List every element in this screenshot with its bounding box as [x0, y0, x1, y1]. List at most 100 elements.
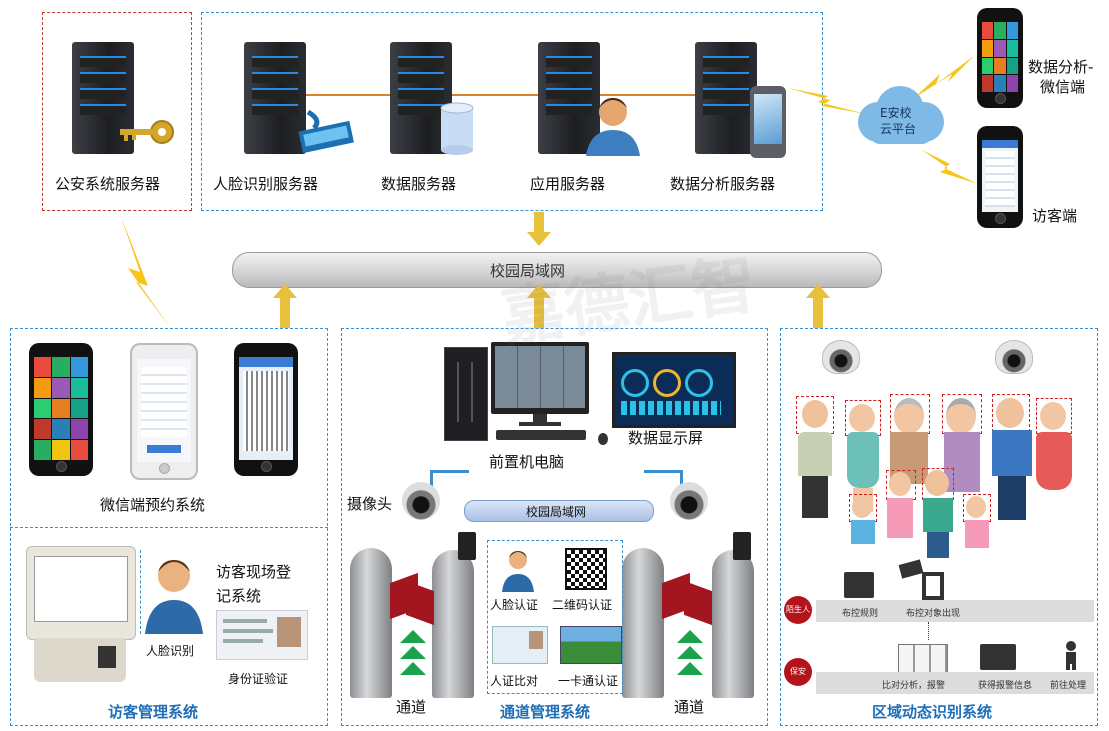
card-auth-label: 一卡通认证 — [558, 674, 619, 688]
server-group-box — [201, 12, 823, 211]
onsite-register-label-1: 访客现场登 — [216, 563, 292, 581]
backbone-label: 校园局域网 — [490, 262, 566, 280]
person-grandma — [940, 394, 984, 498]
rule-label: 布控规则 — [842, 609, 879, 619]
onsite-register-label-2: 记系统 — [216, 587, 262, 605]
server-rack-icon — [898, 644, 948, 674]
arrow-up-center-shaft — [534, 298, 544, 328]
booking-phone-2 — [130, 343, 198, 480]
cloud-icon — [852, 82, 948, 152]
arrow-up-right-shaft — [813, 298, 823, 328]
wechat-booking-label: 微信端预约系统 — [100, 496, 206, 514]
go-handle-label: 前往处理 — [1050, 681, 1087, 691]
backbone-pipe — [232, 252, 882, 288]
channel-left-label: 通道 — [396, 698, 427, 716]
lightning-icon-phone1 — [910, 52, 976, 102]
security-badge — [784, 658, 812, 686]
police-server-box — [42, 12, 192, 211]
gate-left-1 — [350, 548, 392, 698]
lan-label: 校园局域网 — [526, 505, 587, 519]
qr-auth-label: 二维码认证 — [552, 598, 613, 612]
analysis-server-label: 数据分析服务器 — [670, 175, 776, 193]
lightning-icon-phone2 — [920, 148, 980, 188]
gate-right-2 — [712, 550, 754, 698]
timeline-bar-bottom — [816, 672, 1094, 694]
wechat-analysis-label-2: 微信端 — [1040, 78, 1086, 96]
chevron-up-icon-r3 — [677, 662, 703, 675]
display-screen-icon — [612, 352, 736, 428]
gate-right-1 — [622, 548, 664, 698]
key-icon — [118, 118, 176, 144]
camera-label: 摄像头 — [347, 495, 393, 513]
monitor-rule-icon — [844, 572, 874, 598]
wechat-analysis-label-1: 数据分析- — [1028, 58, 1094, 76]
lightning-icon-cloud — [788, 70, 868, 120]
get-alarm-label: 获得报警信息 — [978, 681, 1033, 691]
compare-alarm-label: 比对分析，报警 — [882, 681, 946, 691]
booking-phone-1 — [29, 343, 93, 476]
face-recognition-avatar — [140, 550, 207, 634]
alarm-pc-icon — [980, 644, 1016, 670]
face-server-label: 人脸识别服务器 — [213, 175, 319, 193]
qr-code-icon — [565, 548, 607, 590]
campus-card-icon — [560, 626, 622, 664]
user-icon — [584, 94, 642, 156]
police-server-label: 公安系统服务器 — [55, 175, 161, 193]
arrow-up-left-shaft — [280, 298, 290, 328]
arrow-down-shaft — [534, 212, 544, 234]
channel-right-label: 通道 — [674, 698, 705, 716]
security-label: 保安 — [790, 667, 806, 676]
cloud-label-2: 云平台 — [880, 122, 917, 136]
gate-left-2 — [432, 550, 474, 698]
arrow-down-icon — [527, 232, 551, 246]
visitor-system-title: 访客管理系统 — [108, 703, 199, 721]
camera-right-icon — [670, 482, 708, 520]
visitor-divider — [10, 527, 328, 528]
face-server-icon — [244, 42, 306, 154]
analysis-server-icon — [695, 42, 757, 154]
visitor-client-label: 访客端 — [1032, 207, 1078, 225]
police-server-icon — [72, 42, 134, 154]
mobile-icon — [750, 86, 786, 158]
channel-system-box — [341, 328, 768, 726]
chevron-up-icon-r2 — [677, 646, 703, 659]
display-label: 数据显示屏 — [628, 429, 704, 447]
channel-system-title: 通道管理系统 — [500, 703, 591, 721]
person-child-4 — [962, 494, 992, 560]
front-pc-label: 前置机电脑 — [489, 453, 565, 471]
pc-tower-icon — [444, 347, 488, 441]
zone-system-box — [780, 328, 1098, 726]
person-child-1 — [848, 494, 878, 560]
person-grandpa — [886, 394, 932, 498]
id-card-icon — [216, 610, 308, 660]
target-appear-label: 布控对象出现 — [906, 609, 961, 619]
chevron-up-icon-l1 — [400, 630, 426, 643]
arrow-up-left-icon — [273, 284, 297, 298]
timeline-bar-top — [816, 600, 1094, 622]
visitor-phone-icon — [977, 126, 1023, 228]
person-woman-2 — [1034, 398, 1074, 518]
person-man-2 — [988, 394, 1036, 520]
chevron-up-icon-l2 — [400, 646, 426, 659]
auth-methods-box — [487, 540, 623, 694]
chevron-up-icon-l3 — [400, 662, 426, 675]
id-compare-label: 人证比对 — [490, 674, 539, 688]
monitor-icon — [491, 342, 589, 426]
camera-left-icon — [402, 482, 440, 520]
database-icon — [440, 102, 474, 155]
zone-system-title: 区域动态识别系统 — [872, 703, 993, 721]
app-server-icon — [538, 42, 600, 154]
lan-pill — [464, 500, 654, 522]
stranger-label: 陌生人 — [786, 605, 810, 614]
server-link-line — [306, 94, 726, 96]
door-person-icon — [922, 572, 944, 600]
cloud-label-1: E安校 — [880, 106, 912, 120]
person-man-1 — [794, 396, 838, 520]
arrow-up-center-icon — [527, 284, 551, 298]
film-icon — [298, 108, 354, 156]
person-child-2 — [884, 470, 916, 560]
dome-camera-icon-1 — [822, 340, 860, 374]
kiosk-icon — [26, 546, 136, 682]
id-verify-label: 身份证验证 — [228, 672, 289, 686]
data-server-label: 数据服务器 — [381, 175, 457, 193]
